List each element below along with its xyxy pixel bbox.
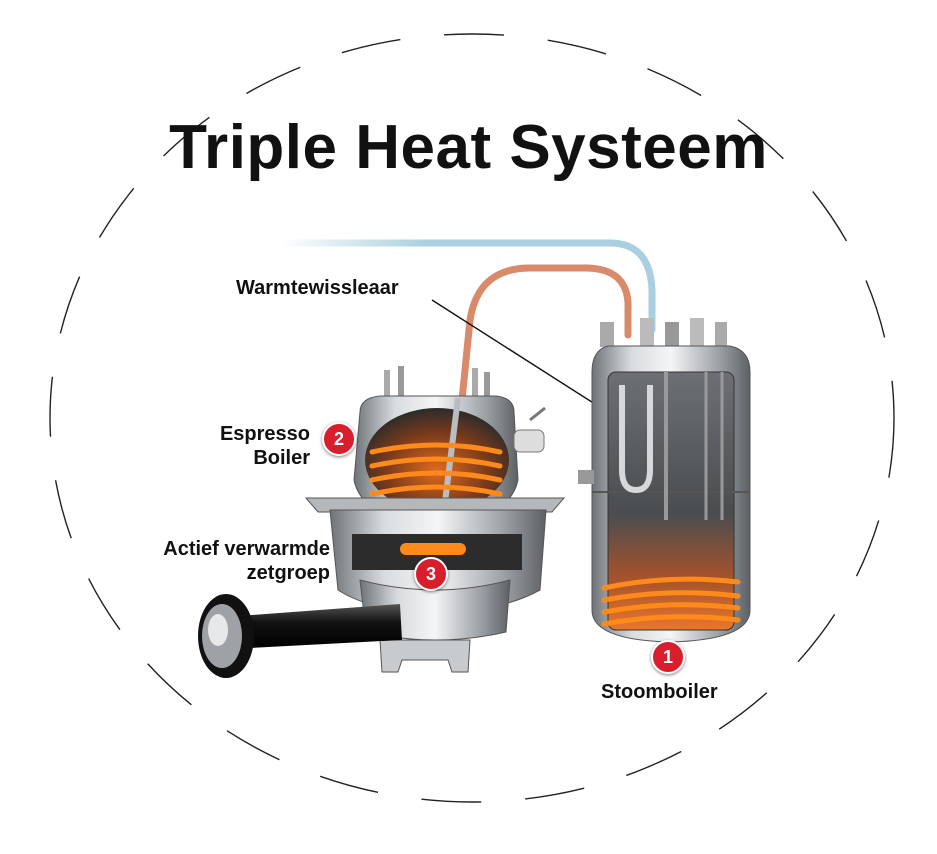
portafilter-handle bbox=[198, 594, 402, 678]
group-label-line1: Actief verwarmde bbox=[163, 538, 330, 560]
espresso-boiler-label-line1: Espresso bbox=[219, 423, 310, 445]
badge-steam-boiler: 1 bbox=[651, 640, 685, 674]
badge-espresso-boiler: 2 bbox=[322, 422, 356, 456]
diagram-title: Triple Heat Systeem bbox=[169, 113, 768, 182]
espresso-boiler bbox=[353, 366, 546, 523]
cold-water-pipe bbox=[276, 239, 656, 334]
badge-brew-group: 3 bbox=[414, 557, 448, 591]
espresso-heating-element bbox=[369, 442, 503, 497]
hot-water-pipe bbox=[458, 264, 632, 404]
heat-exchanger-pointer bbox=[431, 299, 621, 421]
dashed-circle bbox=[49, 33, 895, 803]
heat-exchanger-label: Warmtewissleaar bbox=[236, 277, 399, 299]
group-label-line2: zetgroep bbox=[246, 562, 330, 584]
steam-heating-element bbox=[601, 576, 741, 627]
espresso-boiler-label-line2: Boiler bbox=[253, 447, 310, 469]
espresso-boiler-label: Espresso Boiler bbox=[212, 422, 310, 470]
steam-boiler-label: Stoomboiler bbox=[601, 681, 718, 703]
group-heating-element bbox=[400, 543, 466, 555]
group-label: Actief verwarmde zetgroep bbox=[118, 537, 330, 585]
steam-boiler bbox=[578, 318, 751, 643]
